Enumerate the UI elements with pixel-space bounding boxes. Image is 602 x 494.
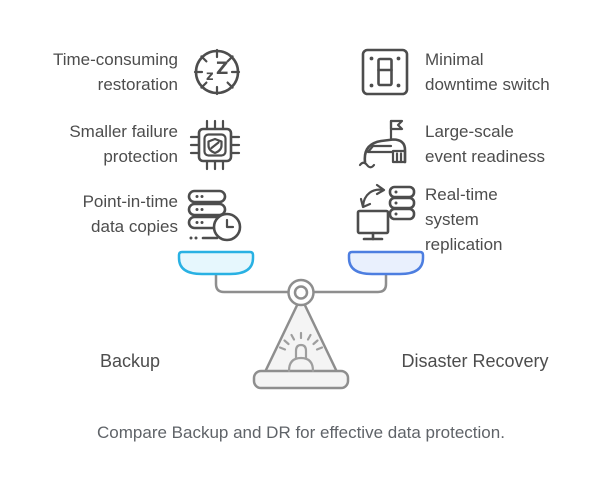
siren-icon [278, 331, 324, 373]
sleeping-clock-icon: z Z [191, 46, 243, 98]
feature-text-minimal-downtime-switch: Minimal downtime switch [425, 50, 550, 94]
feature-text-real-time-system-replication: Real-time system replication [425, 185, 503, 254]
monitor-sync-server-icon [354, 181, 418, 245]
power-switch-icon [358, 45, 412, 99]
feature-text-time-consuming-restoration: Time-consuming restoration [52, 50, 178, 94]
disaster-recovery-pan [347, 250, 425, 276]
chip-shield-icon [187, 117, 243, 173]
feature-text-large-scale-event-readiness: Large-scale event readiness [425, 122, 546, 166]
backup-pan [177, 250, 255, 276]
svg-text:z: z [206, 69, 214, 84]
server-clock-icon [183, 186, 245, 244]
caption: Compare Backup and DR for effective data… [97, 423, 505, 442]
flood-shelter-flag-icon [355, 115, 415, 172]
scale-base [252, 369, 350, 390]
disaster-recovery-label: Disaster Recovery [401, 351, 549, 371]
feature-text-point-in-time-data-copies: Point-in-time data copies [82, 192, 178, 236]
balance-scale-graphic [166, 245, 436, 395]
backup-label: Backup [99, 351, 161, 371]
svg-text:Z: Z [216, 59, 228, 79]
feature-text-smaller-failure-protection: Smaller failure protection [69, 122, 178, 166]
